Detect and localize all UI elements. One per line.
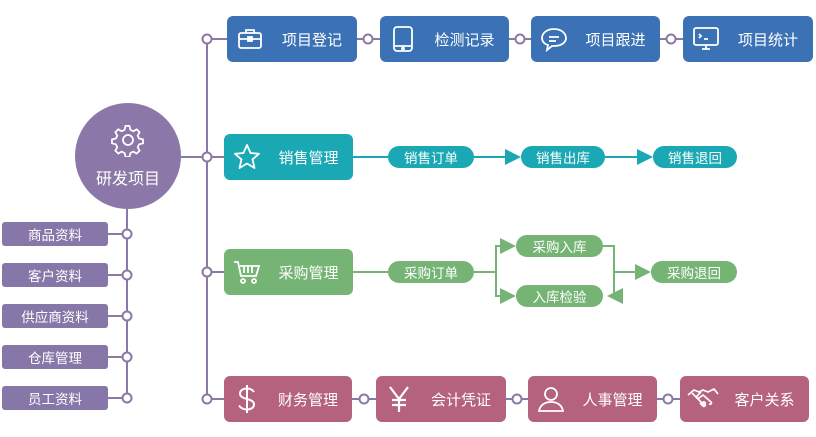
step-inbound-inspection[interactable]: 入库检验 [516,285,603,307]
dollar-icon [224,384,270,414]
node-label: 会计凭证 [430,390,491,409]
node-label: 销售管理 [278,148,339,167]
star-icon [224,143,270,171]
yen-icon [376,385,422,413]
node-label: 人事管理 [582,390,643,409]
node-label: 项目跟进 [585,30,646,49]
hub-research-project[interactable]: 研发项目 [75,103,181,209]
node-project-register[interactable]: 项目登记 [227,16,357,62]
side-item-employee-data[interactable]: 员工资料 [2,386,108,410]
node-accounting-voucher[interactable]: 会计凭证 [376,376,506,422]
side-item-warehouse-management[interactable]: 仓库管理 [2,345,108,369]
step-sales-outbound[interactable]: 销售出库 [521,146,605,168]
handshake-icon [680,386,726,412]
hub-label: 研发项目 [95,169,160,188]
tablet-icon [380,25,426,53]
node-hr-management[interactable]: 人事管理 [528,376,657,422]
node-label: 客户关系 [734,390,795,409]
person-icon [528,385,574,413]
step-purchase-return[interactable]: 采购退回 [651,261,737,283]
step-sales-order[interactable]: 销售订单 [388,146,474,168]
side-item-supplier-data[interactable]: 供应商资料 [2,304,108,328]
gear-icon [111,123,145,161]
side-item-customer-data[interactable]: 客户资料 [2,263,108,287]
node-project-followup[interactable]: 项目跟进 [531,16,660,62]
node-finance-management[interactable]: 财务管理 [224,376,352,422]
cart-icon [224,258,270,286]
node-label: 检测记录 [434,30,495,49]
briefcase-icon [227,27,273,51]
node-label: 采购管理 [278,263,339,282]
node-label: 项目统计 [737,30,798,49]
node-test-record[interactable]: 检测记录 [380,16,509,62]
chat-bubble-icon [531,26,577,52]
node-label: 财务管理 [277,390,338,409]
node-customer-relations[interactable]: 客户关系 [680,376,809,422]
node-sales-management[interactable]: 销售管理 [224,134,353,180]
step-sales-return[interactable]: 销售退回 [653,146,737,168]
node-purchase-management[interactable]: 采购管理 [224,249,353,295]
node-label: 项目登记 [281,30,342,49]
monitor-icon [683,26,729,52]
step-purchase-inbound[interactable]: 采购入库 [516,235,603,257]
step-purchase-order[interactable]: 采购订单 [388,261,474,283]
side-item-product-data[interactable]: 商品资料 [2,222,108,246]
node-project-statistics[interactable]: 项目统计 [683,16,813,62]
